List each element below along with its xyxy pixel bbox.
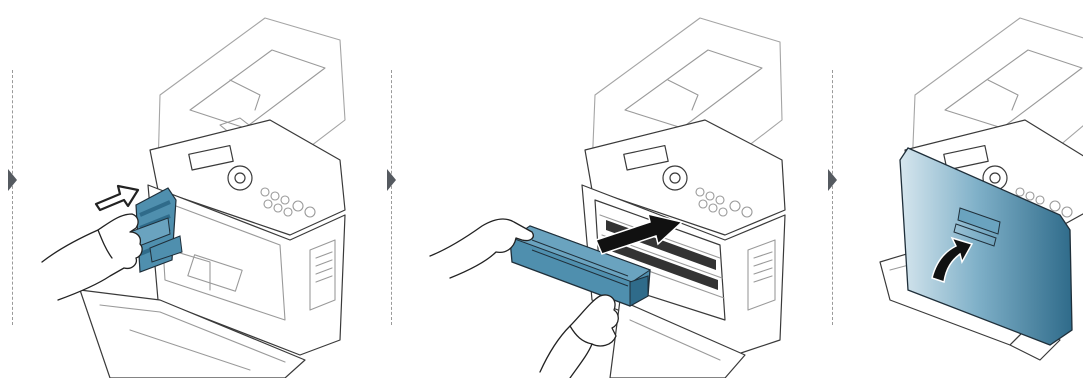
- step-divider-1: [12, 70, 13, 325]
- step-arrow-icon: [8, 169, 17, 191]
- step-arrow-icon: [387, 169, 396, 191]
- printer-cartridge-drawing: [420, 0, 800, 378]
- step-divider-3: [832, 70, 833, 325]
- step-3-illustration: [860, 0, 1083, 378]
- hand-icon: [42, 214, 142, 300]
- step-arrow-icon: [828, 169, 837, 191]
- push-arrow-icon: [96, 186, 138, 210]
- printer-open-drawing: [40, 0, 360, 378]
- printer-close-cover-drawing: [860, 0, 1083, 378]
- step-1-illustration: [40, 0, 360, 378]
- step-2-illustration: [420, 0, 800, 378]
- step-divider-2: [391, 70, 392, 325]
